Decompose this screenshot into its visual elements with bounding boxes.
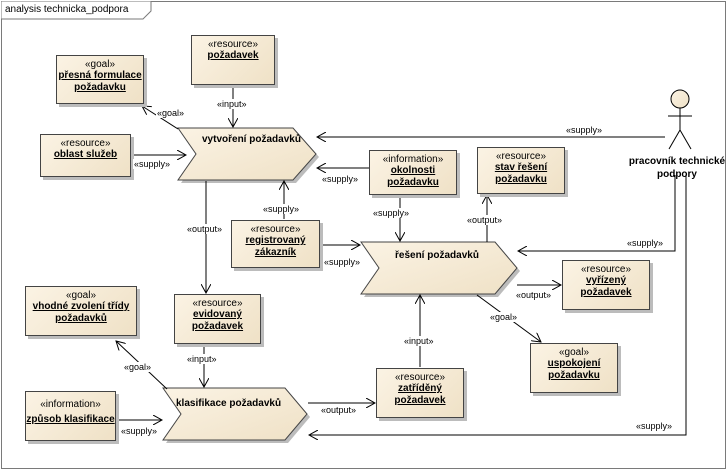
edge-label-output: «output» [466, 215, 504, 225]
element-name: požadavek [207, 50, 259, 61]
edge-label-input: «input» [403, 336, 435, 346]
edge-label-supply: «supply» [133, 159, 172, 169]
edge-label-input: «input» [186, 354, 218, 364]
actor-icon[interactable] [668, 89, 692, 150]
goal-vhodne-zvoleni[interactable]: «goal» vhodné zvolení třídy požadavků [25, 286, 137, 336]
stereotype-label: «resource» [394, 372, 446, 383]
element-name: způsob klasifikace [26, 414, 115, 425]
edge-label-supply: «supply» [120, 426, 159, 436]
element-name: zatříděný požadavek [394, 383, 446, 406]
stereotype-label: «resource» [192, 298, 243, 309]
edge-label-output: «output» [320, 405, 358, 415]
process-vytvoreni-label: vytvoření požadavků [202, 134, 301, 145]
actor-label: pracovník technické podpory [628, 156, 726, 180]
element-name: evidovaný požadavek [191, 309, 244, 332]
process-vytvoreni-shape[interactable] [177, 127, 319, 183]
resource-stav-reseni[interactable]: «resource» stav řešení požadavku [477, 147, 565, 194]
edge-label-goal: «goal» [123, 362, 153, 372]
element-name: registrovaný zákazník [245, 235, 306, 258]
edge-supply-actor-reseni [518, 175, 676, 251]
stereotype-label: «resource» [495, 151, 547, 162]
information-zpusob-klasifikace[interactable]: «information» způsob klasifikace [25, 391, 116, 441]
stereotype-label: «resource» [207, 39, 259, 50]
stereotype-label: «resource» [250, 224, 301, 235]
element-name: stav řešení požadavku [494, 162, 548, 185]
resource-oblast-sluzeb[interactable]: «resource» oblast služeb [40, 134, 131, 177]
element-name: oblast služeb [53, 149, 118, 160]
resource-evidovany[interactable]: «resource» evidovaný požadavek [174, 294, 261, 344]
edge-label-supply: «supply» [372, 208, 411, 218]
edge-label-output: «output» [515, 290, 553, 300]
element-name: uspokojení požadavku [547, 358, 601, 381]
stereotype-label: «information» [40, 399, 101, 410]
edge-label-goal: «goal» [489, 312, 519, 322]
resource-vyrizeny[interactable]: «resource» vyřízený požadavek [562, 260, 650, 310]
element-name: vyřízený požadavek [580, 275, 632, 298]
process-klasifikace-label: klasifikace požadavků [176, 398, 282, 409]
process-reseni-shape[interactable] [360, 241, 520, 297]
edge-label-input: «input» [216, 99, 248, 109]
resource-zatrideny[interactable]: «resource» zatříděný požadavek [376, 368, 464, 418]
goal-uspokojeni[interactable]: «goal» uspokojení požadavku [530, 343, 618, 393]
edge-label-supply: «supply» [626, 238, 665, 248]
resource-registrovany-zakaznik[interactable]: «resource» registrovaný zákazník [231, 220, 320, 268]
edge-label-supply: «supply» [321, 174, 360, 184]
element-name: vhodné zvolení třídy požadavků [32, 301, 130, 324]
stereotype-label: «resource» [60, 138, 111, 149]
information-okolnosti[interactable]: «information» okolnosti požadavku [369, 150, 457, 195]
edge-label-output: «output» [186, 224, 224, 234]
frame-tab: analysis technicka_podpora [1, 1, 152, 20]
stereotype-label: «resource» [580, 264, 632, 275]
edge-supply-actor-klasifikace [309, 175, 687, 435]
frame-title: analysis technicka_podpora [5, 4, 129, 15]
resource-pozadavek[interactable]: «resource» požadavek [191, 35, 275, 85]
edge-label-supply: «supply» [635, 421, 674, 431]
element-name: přesná formulace požadavku [58, 70, 142, 93]
process-reseni-label: řešení požadavků [395, 250, 479, 261]
process-klasifikace-shape[interactable] [162, 387, 310, 443]
stereotype-label: «information» [382, 154, 444, 165]
edge-label-supply: «supply» [262, 204, 301, 214]
edge-label-goal: «goal» [156, 108, 186, 118]
element-name: okolnosti požadavku [387, 165, 439, 188]
stereotype-label: «goal» [84, 59, 116, 70]
edge-label-supply: «supply» [323, 257, 362, 267]
stereotype-label: «goal» [558, 347, 590, 358]
stereotype-label: «goal» [65, 290, 97, 301]
edge-label-supply: «supply» [565, 125, 604, 135]
goal-presna-formulace[interactable]: «goal» přesná formulace požadavku [56, 55, 144, 104]
